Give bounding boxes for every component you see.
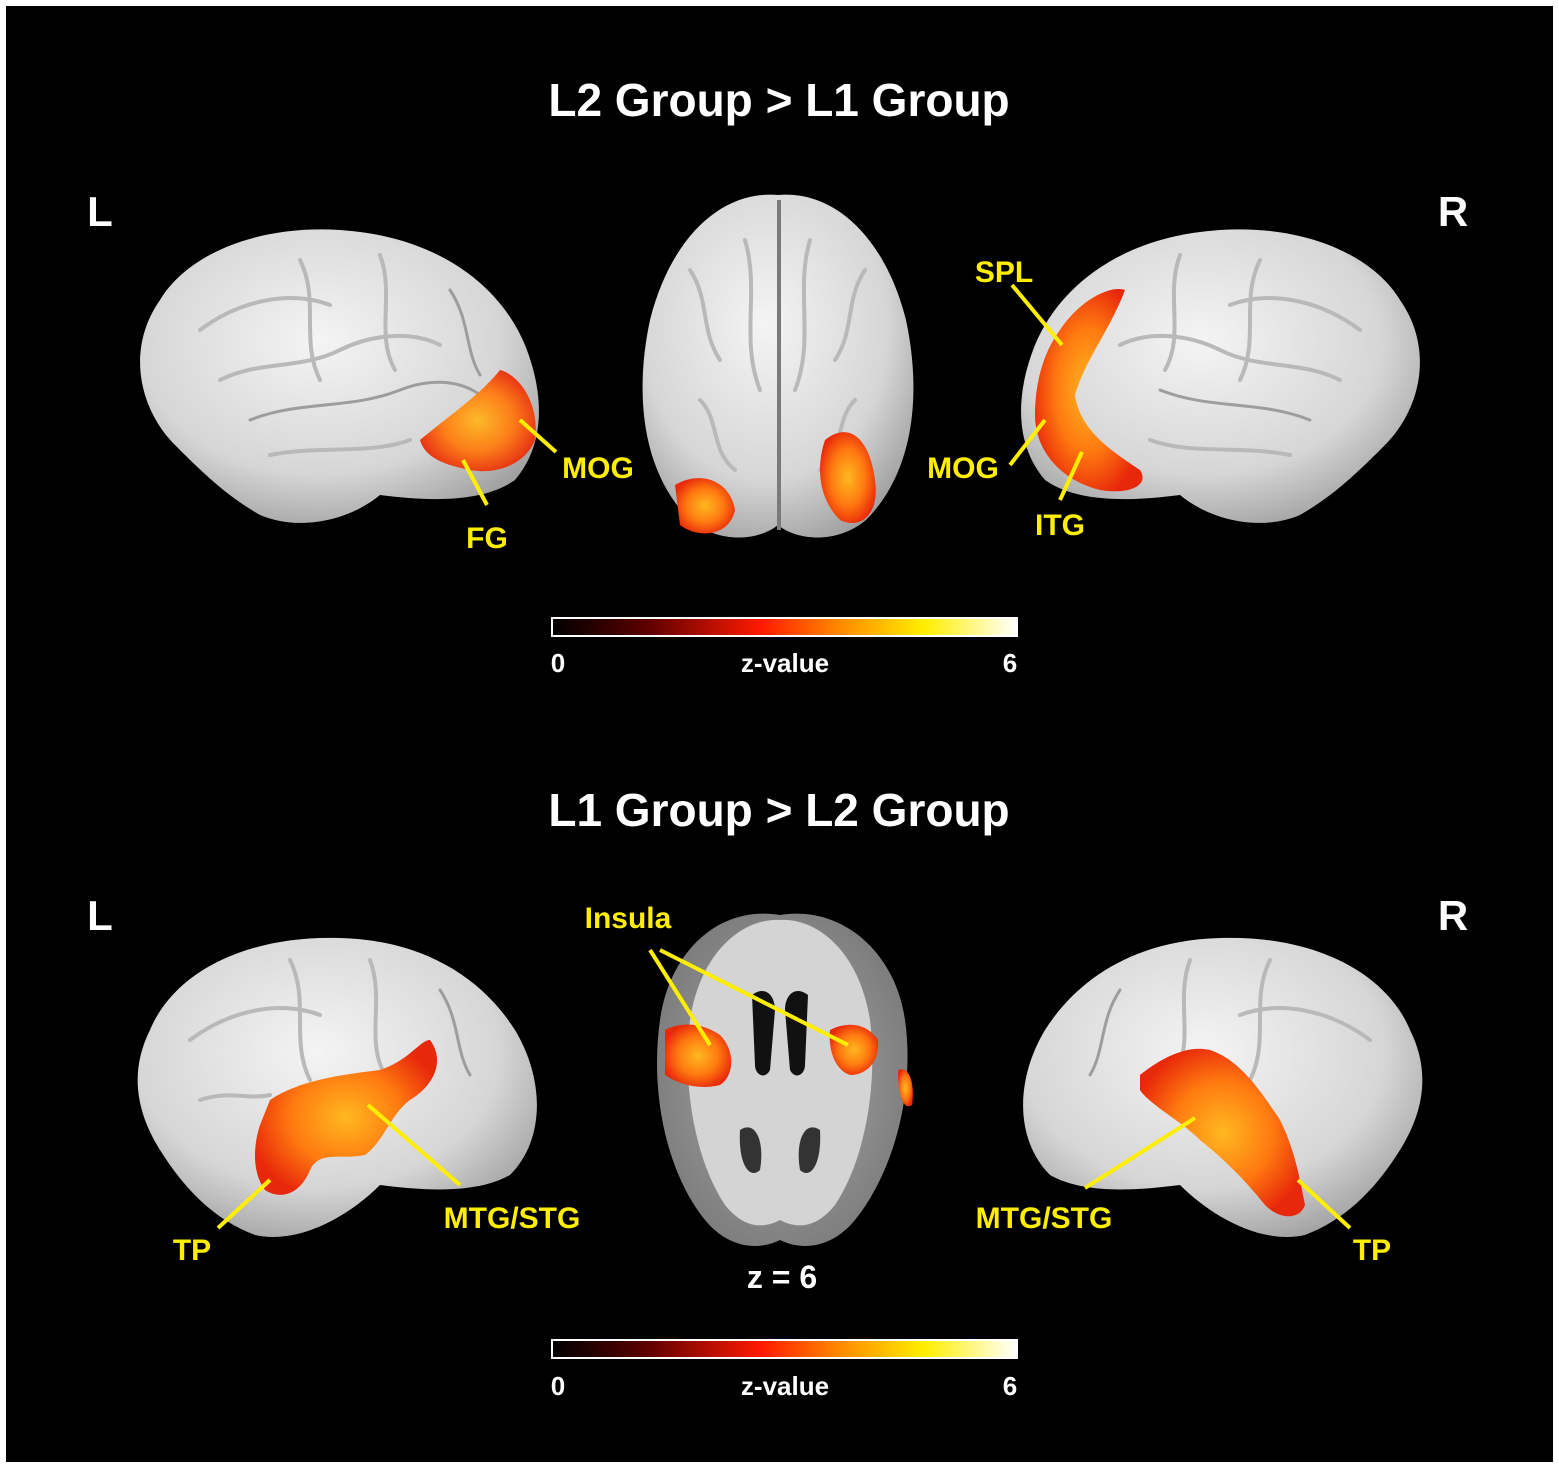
top-left-activation — [420, 370, 536, 472]
leader-left-tp — [216, 1178, 272, 1230]
top-right-hemisphere-label: R — [1438, 188, 1468, 235]
insula-activation-right — [829, 1024, 879, 1075]
label-right-mog: MOG — [927, 452, 999, 485]
bottom-left-activation — [255, 1040, 438, 1195]
bottom-right-hemisphere-label: R — [1438, 892, 1468, 939]
top-dorsal-brain — [642, 194, 914, 538]
top-left-lateral-brain — [140, 229, 539, 523]
bottom-colorbar-label: z-value — [741, 1371, 829, 1401]
top-colorbar-gradient — [551, 617, 1018, 637]
bottom-left-lateral-brain — [137, 937, 537, 1237]
bottom-annotations: TP MTG/STG Insula MTG/STG TP z = 6 — [173, 902, 1391, 1295]
label-right-itg: ITG — [1035, 509, 1085, 542]
top-dorsal-activation-left — [675, 478, 735, 534]
top-dorsal-activation-right — [820, 432, 876, 524]
leader-left-mtg-stg — [366, 1103, 462, 1187]
leader-right-tp — [1296, 1178, 1352, 1230]
label-right-spl: SPL — [975, 256, 1033, 289]
leader-right-itg — [1058, 451, 1084, 501]
label-right-mtg-stg: MTG/STG — [976, 1202, 1113, 1235]
leader-left-fg — [461, 459, 489, 506]
top-left-hemisphere-label: L — [87, 188, 113, 235]
top-right-lateral-brain — [1021, 229, 1420, 523]
bottom-colorbar: 0 z-value 6 — [551, 1339, 1018, 1401]
leader-insula-right — [659, 948, 849, 1047]
bottom-left-hemisphere-label: L — [87, 892, 113, 939]
top-panel-title: L2 Group > L1 Group — [548, 74, 1009, 126]
insula-activation-left — [665, 1024, 732, 1087]
bottom-colorbar-max: 6 — [1003, 1371, 1017, 1401]
temporal-activation-right-slice — [898, 1069, 913, 1107]
bottom-axial-slice — [657, 913, 913, 1246]
top-colorbar-min: 0 — [551, 648, 565, 678]
top-colorbar-label: z-value — [741, 648, 829, 678]
label-left-tp: TP — [173, 1234, 211, 1267]
top-annotations: MOG FG SPL MOG ITG — [461, 256, 1085, 555]
bottom-right-activation — [1140, 1048, 1305, 1217]
label-left-mog: MOG — [562, 452, 634, 485]
top-colorbar-max: 6 — [1003, 648, 1017, 678]
leader-right-spl — [1010, 283, 1064, 347]
label-left-fg: FG — [466, 522, 508, 555]
leader-insula-left — [648, 948, 712, 1047]
label-insula: Insula — [585, 902, 672, 935]
top-colorbar: 0 z-value 6 — [551, 617, 1018, 678]
leader-right-mog — [1008, 418, 1047, 467]
leader-left-mog — [518, 418, 558, 454]
bottom-panel-title: L1 Group > L2 Group — [548, 784, 1009, 836]
slice-z-label: z = 6 — [747, 1259, 817, 1295]
top-right-activation — [1035, 289, 1143, 492]
leader-right-mtg-stg — [1083, 1116, 1197, 1190]
label-right-tp: TP — [1353, 1234, 1391, 1267]
label-left-mtg-stg: MTG/STG — [444, 1202, 581, 1235]
bottom-right-lateral-brain — [1023, 937, 1423, 1237]
bottom-colorbar-gradient — [551, 1339, 1018, 1359]
bottom-colorbar-min: 0 — [551, 1371, 565, 1401]
